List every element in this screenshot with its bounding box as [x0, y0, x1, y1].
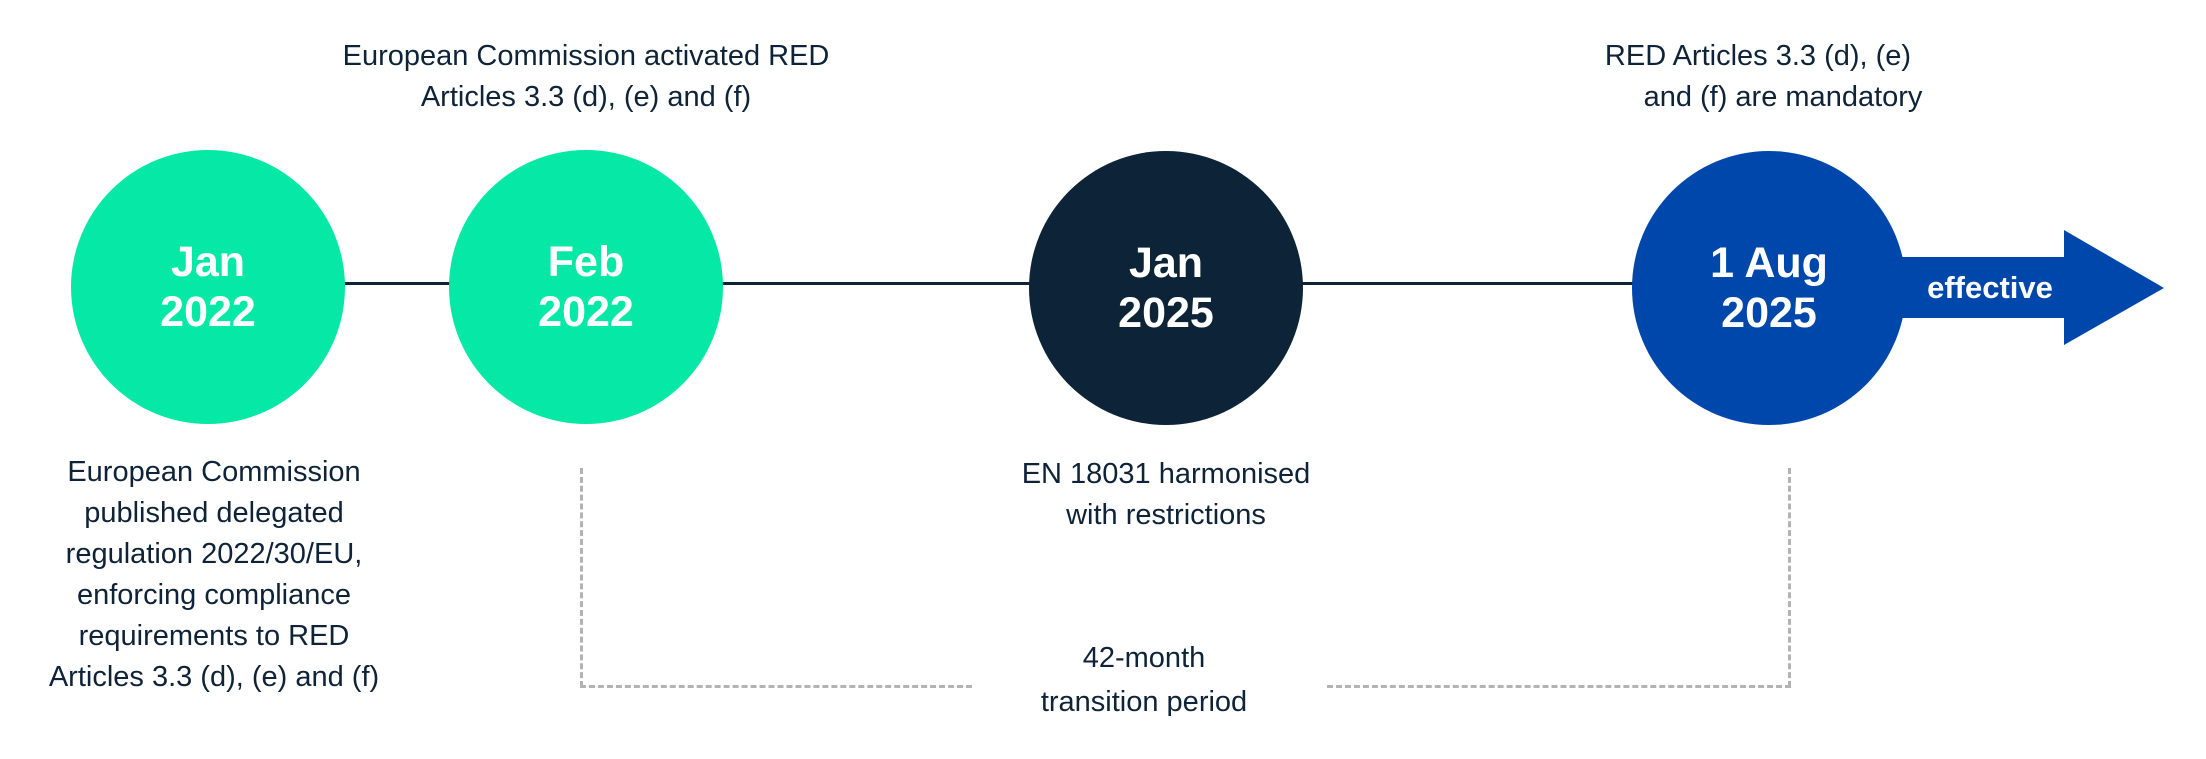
note-jan-2025: EN 18031 harmonised with restrictions: [966, 454, 1366, 536]
milestone-jan-2025: Jan 2025: [1029, 151, 1303, 425]
milestone-month: Feb: [547, 238, 625, 286]
note-feb-2022: European Commission activated RED Articl…: [286, 36, 886, 118]
milestone-year: 2022: [538, 288, 634, 336]
transition-label: 42-month transition period: [944, 636, 1344, 716]
effective-arrow-icon: [1880, 230, 2164, 345]
note-line: Articles 3.3 (d), (e) and (f): [420, 81, 752, 113]
milestone-feb-2022: Feb 2022: [449, 150, 723, 424]
milestone-year: 2025: [1721, 289, 1817, 337]
milestone-aug-2025: 1 Aug 2025: [1632, 151, 1906, 425]
note-line: requirements to RED: [78, 620, 350, 652]
note-line: with restrictions: [1066, 499, 1266, 531]
milestone-month: Jan: [1128, 239, 1204, 287]
arrow-label: effective: [1927, 270, 2053, 305]
note-line: European Commission: [67, 456, 361, 488]
milestone-year: 2022: [160, 288, 256, 336]
milestone-year: 2025: [1118, 289, 1214, 337]
milestone-month: 1 Aug: [1710, 239, 1828, 287]
transition-line: 42-month: [1082, 642, 1206, 674]
note-line: enforcing compliance: [76, 579, 352, 611]
note-line: Articles 3.3 (d), (e) and (f): [48, 661, 380, 693]
note-line: RED Articles 3.3 (d), (e): [1604, 40, 1912, 72]
transition-bracket-left: [580, 468, 583, 687]
milestone-jan-2022: Jan 2022: [71, 150, 345, 424]
transition-line: transition period: [1040, 686, 1248, 716]
note-line: regulation 2022/30/EU,: [65, 538, 363, 570]
timeline-line: [208, 282, 1768, 285]
milestone-month: Jan: [170, 238, 246, 286]
note-line: and (f) are mandatory: [1643, 81, 1923, 113]
note-jan-2022: European Commission published delegated …: [14, 452, 414, 698]
transition-bracket-bottom-left: [580, 685, 972, 688]
note-line: European Commission activated RED: [342, 40, 830, 72]
note-line: EN 18031 harmonised: [1021, 458, 1311, 490]
note-line: published delegated: [84, 497, 344, 529]
transition-bracket-bottom-right: [1327, 685, 1791, 688]
transition-bracket-right: [1788, 468, 1791, 687]
note-aug-2025: RED Articles 3.3 (d), (e) and (f) are ma…: [1578, 36, 1958, 118]
